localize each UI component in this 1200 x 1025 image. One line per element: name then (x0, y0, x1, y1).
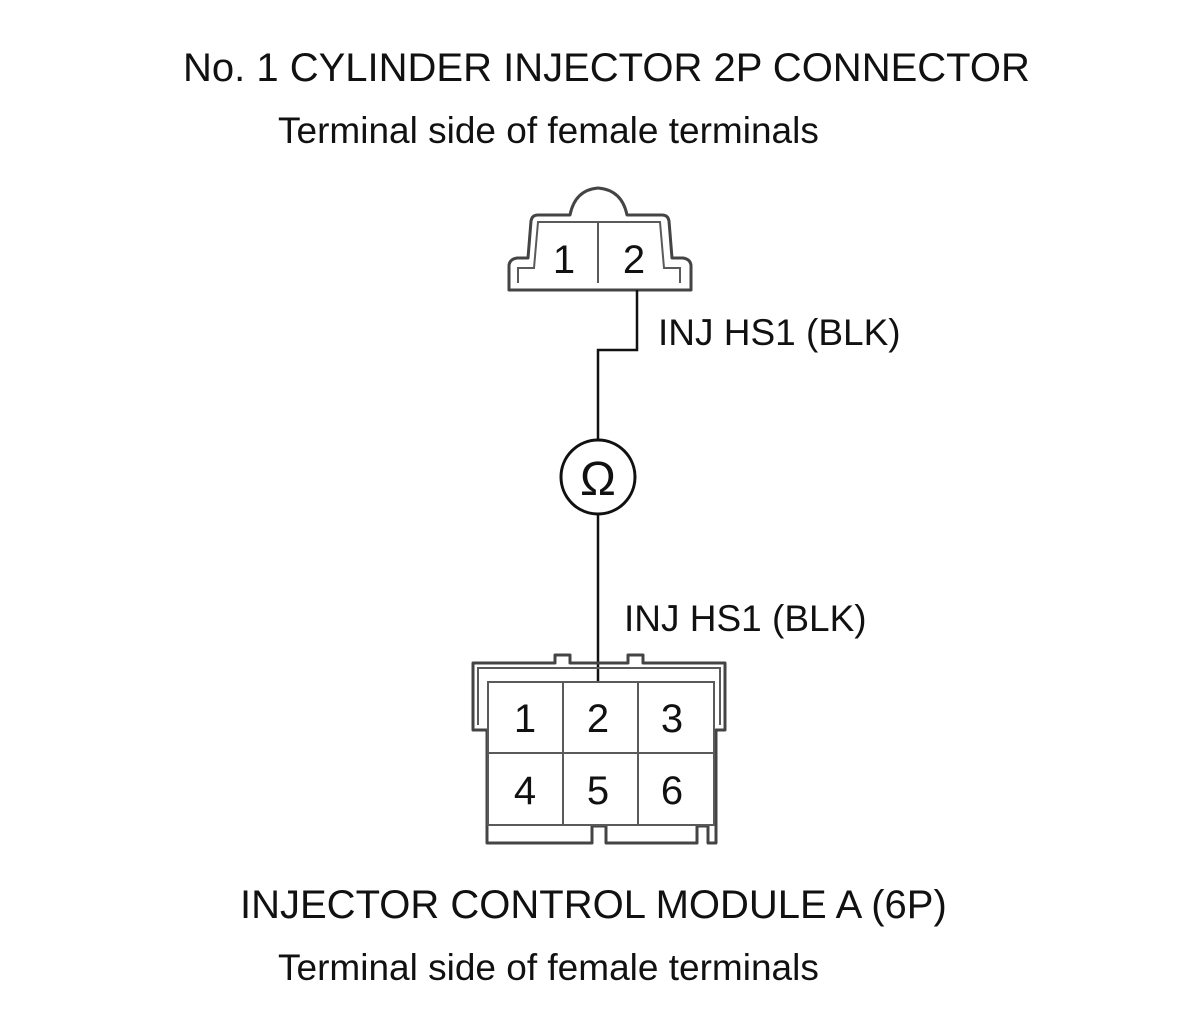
connector-2p-outline (507, 186, 693, 292)
pin-label: 5 (587, 769, 609, 813)
connector-6p-outline (471, 653, 727, 845)
pin-label: 6 (661, 769, 683, 813)
bottom-connector-title: INJECTOR CONTROL MODULE A (6P) (240, 883, 947, 927)
ohm-symbol: Ω (580, 453, 616, 506)
pin-label: 1 (514, 697, 536, 741)
pin-label: 1 (553, 238, 575, 282)
ohmmeter-icon: Ω (559, 438, 637, 516)
pin-label: 3 (661, 697, 683, 741)
injector-control-module-6p-connector: 1 2 3 4 5 6 (471, 653, 727, 845)
pin-label: 4 (514, 769, 536, 813)
top-connector-title: No. 1 CYLINDER INJECTOR 2P CONNECTOR (183, 46, 1030, 90)
pin-label: 2 (587, 697, 609, 741)
injector-2p-connector: 1 2 (507, 186, 693, 292)
top-connector-subtitle: Terminal side of female terminals (278, 110, 819, 151)
wire-inj-hs1-upper (596, 290, 639, 440)
bottom-connector-subtitle: Terminal side of female terminals (278, 947, 819, 988)
pin-label: 2 (623, 238, 645, 282)
wire-label-lower: INJ HS1 (BLK) (624, 598, 867, 639)
wire-label-upper: INJ HS1 (BLK) (658, 312, 901, 353)
connector-6p-inner-edge (477, 667, 721, 725)
